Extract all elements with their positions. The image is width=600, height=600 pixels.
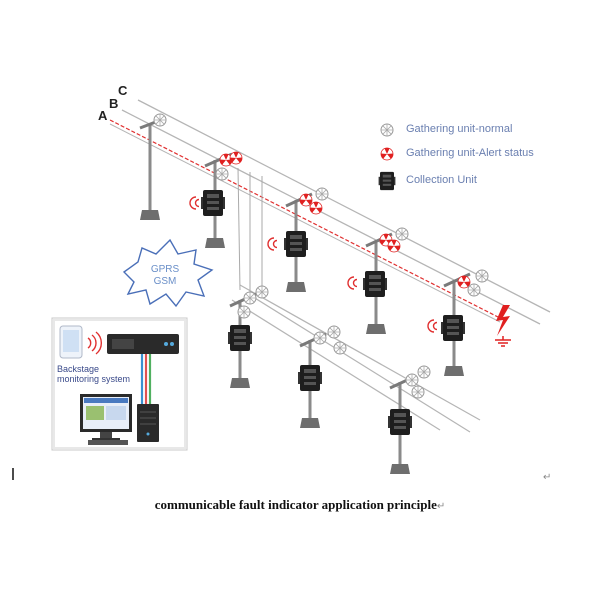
branch-wire-1	[239, 284, 481, 421]
collection-unit-icon	[363, 271, 387, 297]
gprs-gsm-label: GPRS GSM	[145, 264, 185, 288]
gathering-unit-normal-icon	[333, 341, 347, 355]
tower-server-icon	[137, 404, 159, 442]
phase-label-b: B	[109, 96, 119, 111]
gprs-label: GPRS	[150, 264, 180, 275]
return-mark: ↵	[543, 472, 552, 483]
branch-wire-2	[249, 294, 471, 433]
gathering-unit-normal-icon	[153, 113, 167, 127]
network-cables	[140, 354, 152, 410]
gathering-unit-alert-icon	[457, 275, 471, 289]
fault-lightning-icon	[495, 305, 511, 347]
pole-1	[139, 116, 167, 220]
legend-alert-icon	[380, 147, 394, 161]
backstage-label-line2: monitoring system	[57, 374, 131, 384]
signal-icon	[189, 196, 200, 210]
gathering-unit-normal-icon	[417, 365, 431, 379]
legend-alert-label: Gathering unit-Alert status	[406, 147, 534, 159]
wire-phase-a	[109, 119, 501, 319]
gathering-unit-normal-icon	[327, 325, 341, 339]
gsm-label: GSM	[153, 276, 177, 287]
gathering-unit-normal-icon	[411, 385, 425, 399]
wire-phase-a-lower	[109, 123, 501, 323]
collection-unit-icon	[388, 409, 412, 435]
legend-collection-icon	[378, 171, 396, 191]
phase-label-c: C	[118, 83, 128, 98]
collection-unit-icon	[201, 190, 225, 216]
branch-wire-3	[231, 299, 441, 431]
legend-collection-label: Collection Unit	[406, 174, 477, 186]
gathering-unit-normal-icon	[243, 291, 257, 305]
caption-text: communicable fault indicator application…	[154, 497, 437, 512]
gathering-unit-normal-icon	[215, 167, 229, 181]
signal-icon	[427, 319, 438, 333]
diagram-caption: communicable fault indicator application…	[0, 497, 600, 513]
wireless-signal-icon	[87, 331, 102, 355]
caption-return-mark: ↵	[436, 501, 446, 512]
keyboard-icon	[88, 440, 128, 445]
collection-unit-icon	[441, 315, 465, 341]
gathering-unit-normal-icon	[237, 305, 251, 319]
gathering-unit-alert-icon	[229, 151, 243, 165]
signal-icon	[347, 276, 358, 290]
gathering-unit-normal-icon	[475, 269, 489, 283]
legend-normal-label: Gathering unit-normal	[406, 123, 513, 135]
phone-icon	[59, 325, 83, 359]
gathering-unit-normal-icon	[395, 227, 409, 241]
gathering-unit-alert-icon	[309, 201, 323, 215]
backstage-label-line1: Backstage	[57, 364, 100, 374]
backstage-label: Backstage monitoring system	[57, 364, 130, 384]
monitor-icon	[80, 394, 132, 441]
gathering-unit-alert-icon	[299, 193, 313, 207]
dropper-1	[237, 167, 241, 291]
gathering-unit-alert-icon	[387, 239, 401, 253]
gathering-unit-normal-icon	[313, 331, 327, 345]
gathering-unit-normal-icon	[467, 283, 481, 297]
server-device-icon	[107, 334, 179, 354]
legend-normal-icon	[380, 123, 394, 137]
collection-unit-icon	[228, 325, 252, 351]
signal-icon	[267, 237, 278, 251]
gathering-unit-normal-icon	[255, 285, 269, 299]
gprs-burst-shape	[122, 238, 214, 308]
collection-unit-icon	[298, 365, 322, 391]
collection-unit-icon	[284, 231, 308, 257]
gathering-unit-normal-icon	[315, 187, 329, 201]
phase-label-a: A	[98, 108, 108, 123]
gathering-unit-normal-icon	[405, 373, 419, 387]
